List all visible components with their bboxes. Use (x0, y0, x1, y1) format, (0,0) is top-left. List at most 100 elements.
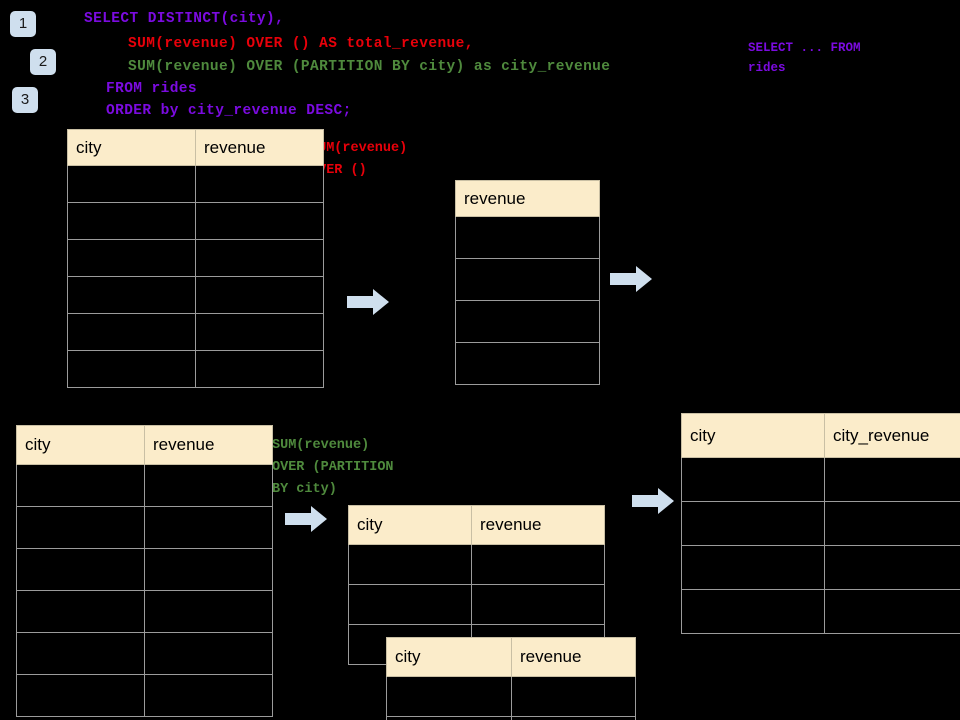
rides-source-table-bottom: city revenue (16, 425, 273, 717)
table-cell (681, 457, 825, 502)
table-cell (16, 506, 145, 549)
table-cell (144, 590, 273, 633)
table-row (348, 544, 605, 585)
table-cell (681, 589, 825, 634)
arrow-to-partition (283, 505, 329, 535)
table-cell (144, 632, 273, 675)
table-cell (455, 342, 600, 385)
table-cell (471, 584, 605, 625)
table-row (16, 674, 273, 717)
column-header-city: city (348, 505, 472, 545)
table-header-row: city revenue (386, 637, 636, 677)
table-cell (67, 239, 196, 277)
table-cell (681, 545, 825, 590)
table-cell (16, 548, 145, 591)
column-header-city: city (681, 413, 825, 458)
partition-table-front: city revenue (386, 637, 636, 720)
table-cell (67, 313, 196, 351)
table-row (16, 464, 273, 507)
total-revenue-table: revenue (455, 180, 600, 385)
table-header-row: city revenue (348, 505, 605, 545)
table-row (386, 676, 636, 717)
table-row (67, 165, 324, 203)
table-row (455, 300, 600, 343)
table-cell (67, 350, 196, 388)
table-cell (455, 300, 600, 343)
table-row (681, 589, 960, 634)
table-row (681, 545, 960, 590)
table-cell (511, 676, 636, 717)
table-cell (67, 165, 196, 203)
column-header-city: city (386, 637, 512, 677)
table-cell (824, 457, 960, 502)
table-cell (16, 590, 145, 633)
table-row (16, 506, 273, 549)
table-cell (386, 676, 512, 717)
table-cell (348, 584, 472, 625)
arrow-to-result (630, 487, 676, 517)
column-header-city: city (16, 425, 145, 465)
step-badge-3[interactable]: 3 (12, 87, 38, 113)
table-cell (16, 632, 145, 675)
table-cell (67, 202, 196, 240)
table-cell (455, 258, 600, 301)
sql-line-from: FROM rides (106, 81, 198, 97)
table-cell (824, 545, 960, 590)
column-header-city: city (67, 129, 196, 166)
table-cell (144, 506, 273, 549)
table-row (16, 632, 273, 675)
table-row (455, 258, 600, 301)
table-row (67, 313, 324, 351)
table-cell (195, 350, 324, 388)
step-badge-1[interactable]: 1 (10, 11, 36, 37)
sql-line-city-revenue: SUM(revenue) OVER (PARTITION BY city) as… (128, 59, 611, 75)
table-row (386, 716, 636, 720)
table-cell (195, 202, 324, 240)
column-header-revenue: revenue (455, 180, 600, 217)
table-cell (144, 674, 273, 717)
rides-source-table-top: city revenue (67, 129, 324, 388)
note-select-from-rides: SELECT ... FROM rides (748, 41, 861, 75)
sql-line-order-by: ORDER by city_revenue DESC; (106, 103, 352, 119)
table-cell (67, 276, 196, 314)
table-cell (681, 501, 825, 546)
column-header-revenue: revenue (511, 637, 636, 677)
step-badge-2[interactable]: 2 (30, 49, 56, 75)
table-row (681, 457, 960, 502)
table-header-row: city revenue (67, 129, 324, 166)
table-row (16, 548, 273, 591)
table-row (67, 202, 324, 240)
table-cell (16, 464, 145, 507)
table-row (67, 350, 324, 388)
table-cell (511, 716, 636, 720)
table-row (348, 584, 605, 625)
column-header-revenue: revenue (471, 505, 605, 545)
table-cell (455, 216, 600, 259)
table-header-row: revenue (455, 180, 600, 217)
table-header-row: city city_revenue (681, 413, 960, 458)
table-cell (386, 716, 512, 720)
table-cell (471, 544, 605, 585)
table-cell (824, 589, 960, 634)
table-cell (144, 548, 273, 591)
column-header-city-revenue: city_revenue (824, 413, 960, 458)
table-row (67, 276, 324, 314)
column-header-revenue: revenue (144, 425, 273, 465)
annotation-city-revenue: SUM(revenue) OVER (PARTITION BY city) (272, 438, 394, 497)
table-cell (16, 674, 145, 717)
table-cell (824, 501, 960, 546)
table-cell (195, 276, 324, 314)
sql-line-select-distinct: SELECT DISTINCT(city), (84, 11, 285, 27)
arrow-to-total-revenue (345, 288, 391, 318)
table-cell (195, 239, 324, 277)
result-table: city city_revenue (681, 413, 960, 634)
table-cell (348, 544, 472, 585)
table-row (455, 216, 600, 259)
table-cell (144, 464, 273, 507)
table-header-row: city revenue (16, 425, 273, 465)
table-row (681, 501, 960, 546)
table-cell (195, 165, 324, 203)
table-row (455, 342, 600, 385)
table-cell (195, 313, 324, 351)
